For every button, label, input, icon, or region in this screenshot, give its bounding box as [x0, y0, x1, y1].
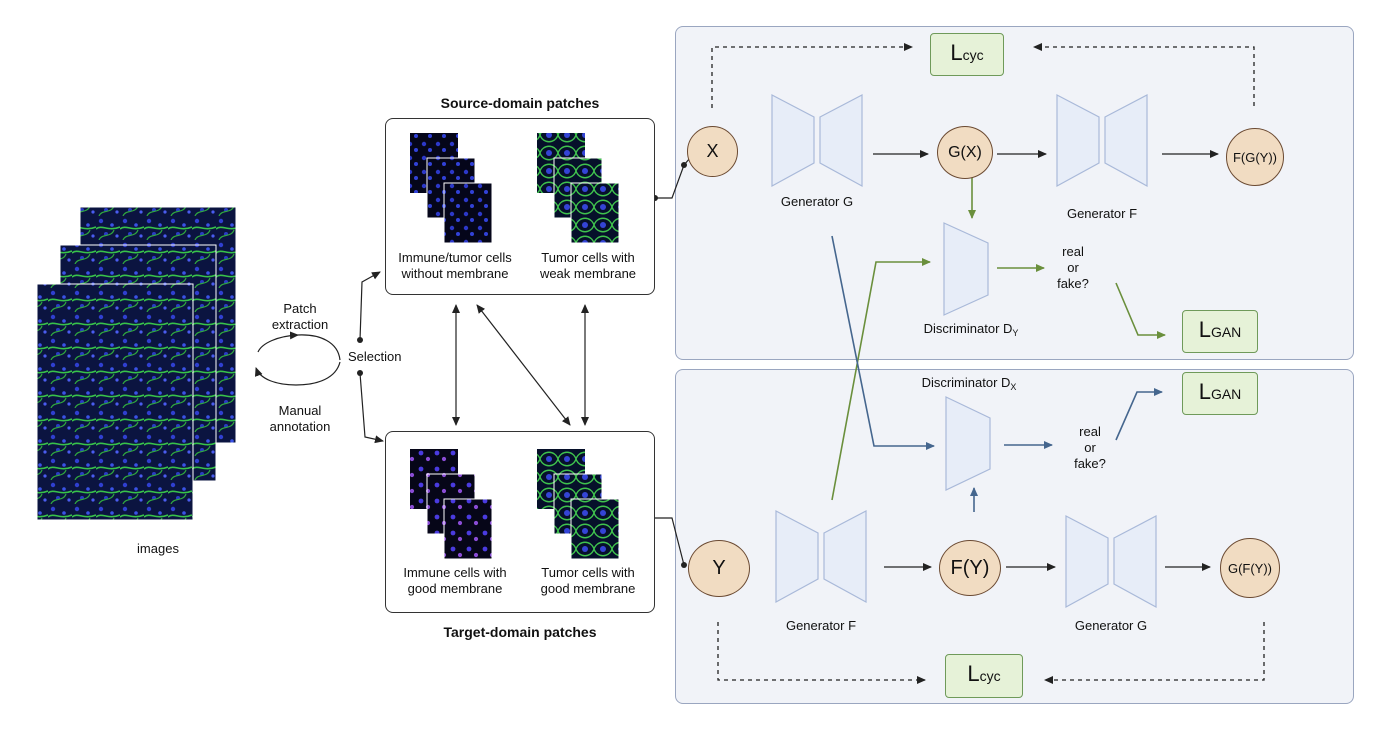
loss-cyc-bottom-sub: cyc: [979, 668, 1001, 684]
discriminator-x-subscript: X: [1010, 382, 1017, 392]
discriminator-x-shape: [945, 396, 991, 491]
target-a-caption: Immune cells with good membrane: [390, 565, 520, 597]
node-fy: F(Y): [939, 540, 1001, 596]
fake-bottom: fake?: [1074, 456, 1106, 471]
target-b-line-2: good membrane: [540, 581, 636, 596]
patch-extraction-line-2: extraction: [271, 317, 329, 332]
real-or-fake-bottom: real or fake?: [1068, 424, 1112, 472]
selection-label: Selection: [348, 349, 402, 364]
node-gfy: G(F(Y)): [1220, 538, 1280, 598]
or-top: or: [1067, 260, 1079, 275]
discriminator-x-text: Discriminator D: [921, 375, 1011, 390]
manual-annotation-line-1: Manual: [278, 403, 322, 418]
target-a-line-1: Immune cells with: [403, 565, 507, 580]
real-bottom: real: [1079, 424, 1101, 439]
source-b-line-1: Tumor cells with: [541, 250, 635, 265]
loss-cyc-top-sub: cyc: [962, 47, 984, 63]
real-or-fake-top: real or fake?: [1051, 244, 1095, 292]
patch-extraction-line-1: Patch: [283, 301, 317, 316]
loss-cyc-top-main: L: [950, 40, 963, 65]
tissue-image-stack: [36, 206, 237, 521]
target-b-line-1: Tumor cells with: [541, 565, 635, 580]
loss-gan-bottom-main: L: [1198, 379, 1211, 404]
selection-to-target-arrow: [357, 370, 384, 444]
source-domain-title: Source-domain patches: [440, 95, 600, 111]
source-a-line-2: without membrane: [401, 266, 509, 281]
source-b-line-2: weak membrane: [539, 266, 637, 281]
generator-f-top-shape: [1056, 94, 1148, 188]
images-label: images: [137, 541, 179, 556]
discriminator-y-subscript: Y: [1012, 328, 1019, 338]
pair-arrow-diagonal: [476, 304, 571, 426]
real-top: real: [1062, 244, 1084, 259]
fake-top: fake?: [1057, 276, 1089, 291]
manual-annotation-arrow: [295, 361, 341, 386]
node-fgy: F(G(Y)): [1226, 128, 1284, 186]
generator-g-bottom-shape: [1065, 515, 1157, 609]
loss-gan-top-sub: GAN: [1210, 324, 1242, 340]
source-b-caption: Tumor cells with weak membrane: [523, 250, 653, 282]
target-a-line-2: good membrane: [407, 581, 503, 596]
generator-f-bottom-label: Generator F: [785, 618, 857, 633]
cycle-x-panel: [675, 26, 1354, 360]
node-y: Y: [688, 540, 750, 597]
selection-to-source-arrow: [357, 271, 381, 343]
target-to-y-connector: [655, 517, 685, 566]
source-to-x-connector: [652, 157, 691, 201]
generator-f-top-label: Generator F: [1066, 206, 1138, 221]
loss-cyc-bottom-main: L: [967, 661, 980, 686]
source-a-caption: Immune/tumor cells without membrane: [390, 250, 520, 282]
node-x: X: [687, 126, 738, 177]
node-gx: G(X): [937, 126, 993, 179]
patch-extraction-arrow: [257, 331, 299, 353]
target-domain-title: Target-domain patches: [443, 624, 597, 640]
manual-annotation-label: Manual annotation: [255, 403, 345, 435]
manual-annotation-line-2: annotation: [269, 419, 331, 434]
discriminator-x-label: Discriminator DX: [904, 375, 1034, 395]
loss-gan-top-main: L: [1198, 317, 1211, 342]
or-bottom: or: [1084, 440, 1096, 455]
discriminator-y-shape: [943, 222, 989, 316]
discriminator-y-label: Discriminator DY: [906, 321, 1036, 341]
generator-g-top-shape: [771, 94, 863, 188]
target-b-caption: Tumor cells with good membrane: [523, 565, 653, 597]
generator-g-bottom-label: Generator G: [1074, 618, 1148, 633]
generator-g-top-label: Generator G: [780, 194, 854, 209]
loss-gan-bottom-sub: GAN: [1210, 386, 1242, 402]
source-a-line-1: Immune/tumor cells: [398, 250, 512, 265]
discriminator-y-text: Discriminator D: [923, 321, 1013, 336]
generator-f-bottom-shape: [775, 510, 867, 604]
patch-extraction-label: Patch extraction: [255, 301, 345, 333]
